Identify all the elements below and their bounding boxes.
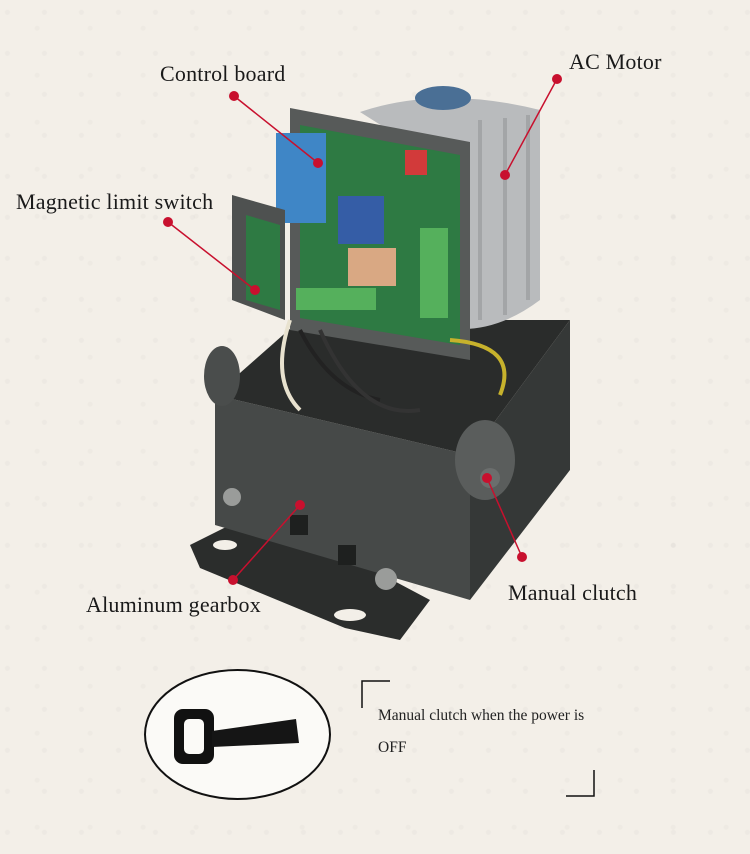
callout-ac-motor <box>500 74 562 180</box>
label-manual-clutch: Manual clutch <box>508 580 638 605</box>
key-image-frame <box>144 669 331 800</box>
gearbox-housing <box>215 320 570 600</box>
clutch-key-icon <box>174 709 299 764</box>
label-ac-motor: AC Motor <box>569 49 662 74</box>
mounting-plate <box>190 510 430 640</box>
callout-manual-clutch <box>482 473 527 562</box>
control-board <box>276 108 470 360</box>
output-shaft <box>204 346 240 406</box>
label-control-board: Control board <box>160 61 286 86</box>
callout-control-board <box>229 91 323 168</box>
note-bracket <box>361 680 595 797</box>
callout-gearbox <box>228 500 305 585</box>
clutch-note: Manual clutch when the power is OFF <box>378 707 585 756</box>
callout-limit-switch <box>163 217 260 295</box>
label-aluminum-gearbox: Aluminum gearbox <box>86 592 261 617</box>
wiring <box>280 319 507 413</box>
label-magnetic-limit-switch: Magnetic limit switch <box>16 189 214 214</box>
magnetic-limit-switch <box>232 195 285 320</box>
